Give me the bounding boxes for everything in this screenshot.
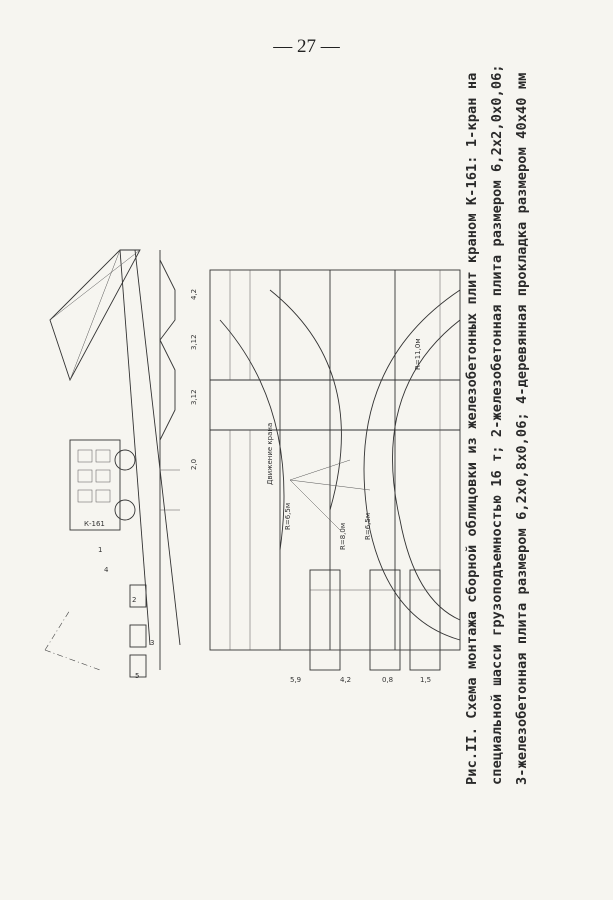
crane-installation-drawing: К-161 1 4 2 3 5 Движение к (44, 249, 461, 684)
dim-f-label: 4,2 (340, 676, 351, 684)
crane-model-label: К-161 (84, 520, 105, 528)
page-number: — 27 — (273, 36, 340, 57)
figure-caption: Рис.II. Схема монтажа сборной облицовки … (460, 64, 560, 785)
radius-d-label: R=11,0м (414, 338, 422, 370)
crane-elevation: К-161 1 4 2 3 5 (44, 249, 181, 680)
dim-g-label: 0,8 (382, 676, 393, 684)
dim-c-label: 3,12 (190, 389, 198, 405)
radius-b-label: R=8,0м (339, 523, 347, 550)
movement-label: Движение крана (266, 423, 274, 485)
leader-5-label: 5 (135, 672, 139, 680)
leader-4-label: 4 (104, 566, 109, 574)
radius-a-label: R=6,5м (284, 503, 292, 530)
dim-h-label: 1,5 (420, 676, 431, 684)
dim-b-label: 3,12 (190, 334, 198, 350)
crane-body (69, 439, 121, 531)
panel-outline (309, 569, 341, 671)
caption-line-1: Рис.II. Схема монтажа сборной облицовки … (464, 72, 480, 785)
radius-c-label: R=6,5м (364, 513, 372, 540)
dim-a-label: 4,2 (190, 289, 198, 300)
caption-line-2: специальной шасси грузоподъемностью 16 т… (489, 64, 505, 785)
dim-e-label: 5,9 (290, 676, 301, 684)
caption-line-3: 3-железобетонная плита размером 6,2х0,8х… (514, 72, 530, 785)
leader-2-label: 2 (132, 596, 136, 604)
leader-3-label: 3 (150, 639, 154, 647)
plan-view: Движение крана R=6,5м R=8,0м R=6,5м R=11… (190, 269, 461, 684)
dim-d-label: 2,0 (190, 459, 198, 470)
leader-1-label: 1 (98, 546, 102, 554)
